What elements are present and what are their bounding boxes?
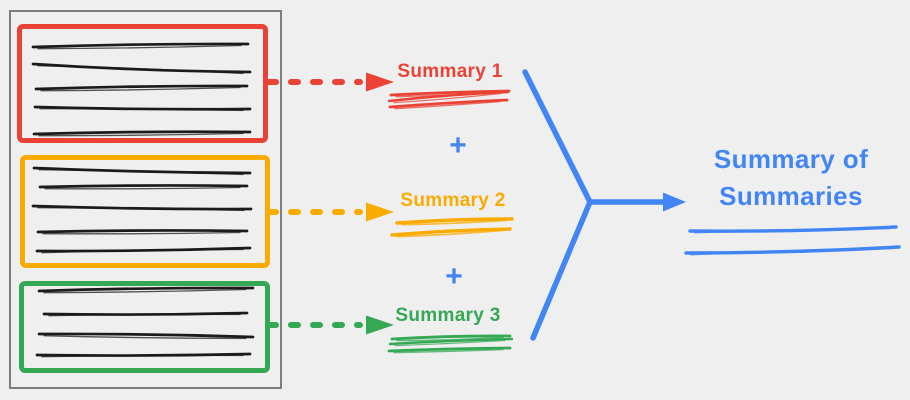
plus-operator-2: + — [445, 260, 463, 293]
summary-3-label: Summary 3 — [395, 305, 501, 326]
summary-1-scribble — [387, 89, 511, 110]
chunk2-to-summary2-arrow — [266, 202, 394, 222]
summary-of-summaries-label: Summary of Summaries — [713, 144, 869, 211]
summary-3-scribble — [387, 334, 514, 354]
document-text-scribbles — [31, 42, 255, 358]
document-chunk-1 — [17, 24, 268, 143]
plus-operator-1: + — [449, 129, 467, 162]
result-scribble — [684, 225, 901, 256]
merge-arrow — [522, 69, 686, 341]
chunk1-to-summary1-arrow — [266, 72, 394, 92]
summary-2-scribble — [390, 217, 514, 238]
summary-2-label: Summary 2 — [400, 190, 506, 211]
summary-1-label: Summary 1 — [397, 61, 503, 82]
chunk3-to-summary3-arrow — [266, 315, 394, 335]
